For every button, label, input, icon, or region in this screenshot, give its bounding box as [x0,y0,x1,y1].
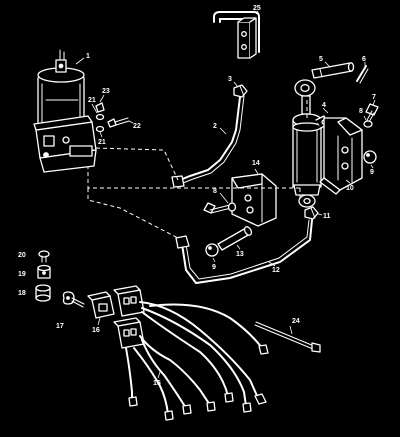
part-20-screw [38,250,50,263]
callout-6: 6 [362,56,366,63]
part-23-plug [95,94,105,113]
callout-22: 22 [133,123,141,130]
callout-1: 1 [86,53,90,60]
callout-23: 23 [102,88,110,95]
callout-18: 18 [18,290,26,297]
callout-24: 24 [292,318,300,325]
callout-5: 5 [319,56,323,63]
part-18-grommet [35,284,51,302]
part-5-pivot-pin [311,61,355,79]
callout-16: 16 [92,327,100,334]
part-2-upper-hose [171,95,245,188]
callout-3: 3 [228,76,232,83]
part-7-screw-left [203,202,232,214]
callout-21-lower: 21 [98,139,106,146]
callout-7: 7 [372,94,376,101]
callout-labels: 1 2 3 4 5 6 7 8 8 9 9 10 11 12 13 14 15 … [18,5,376,387]
callout-4: 4 [322,102,326,109]
part-6-cotter-pin [356,62,369,84]
dashed-connection-lines [87,100,308,239]
part-21-oring-lower [95,125,105,138]
part-25-bracket [213,10,260,59]
part-24-cable-tie [254,321,321,353]
part-21-oring-upper [91,103,105,121]
callout-14: 14 [252,160,260,167]
part-9-ball-right [363,150,377,169]
callout-9-right: 9 [370,169,374,176]
callout-19: 19 [18,271,26,278]
callout-21-upper: 21 [88,97,96,104]
callout-25: 25 [253,5,261,12]
part-17-terminal [62,291,85,308]
callout-2: 2 [213,123,217,130]
part-15-wiring-harness [113,285,269,421]
part-8-washer-right [363,115,373,128]
part-10-bracket-right [319,117,363,195]
callout-11: 11 [323,213,331,220]
callout-8-left: 8 [213,188,217,195]
callout-20: 20 [18,252,26,259]
part-19-nut [37,264,51,279]
part-3-fitting [233,81,248,98]
callout-13: 13 [236,251,244,258]
callout-12: 12 [272,267,280,274]
part-12-lower-hose [175,219,313,285]
part-11-fitting [304,206,323,220]
callout-10: 10 [346,185,354,192]
part-14-bracket-left [231,168,277,227]
part-8-washer-left [219,192,237,212]
callout-17: 17 [56,323,64,330]
callout-8-right: 8 [359,108,363,115]
part-16-connector [87,291,115,326]
callout-9-left: 9 [212,264,216,271]
part-1-pump-motor [33,49,97,173]
part-13-rod [217,226,253,251]
part-9-ball-left [205,243,219,263]
part-22-screw [107,117,134,128]
callout-15: 15 [153,380,161,387]
